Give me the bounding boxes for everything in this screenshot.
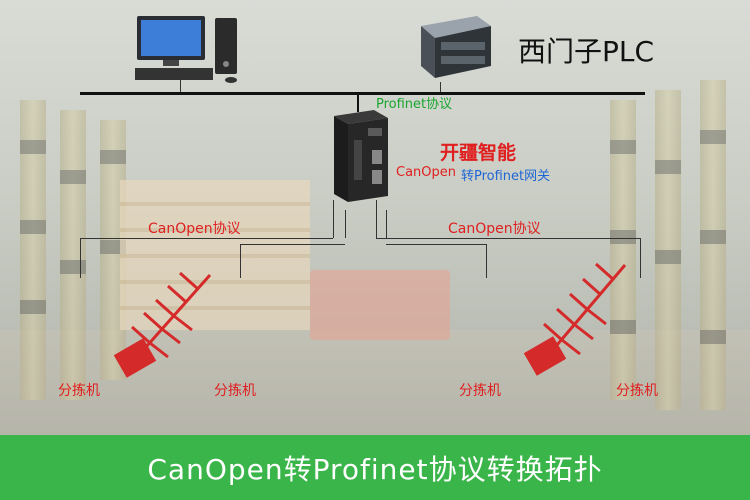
canopen-label-right: CanOpen协议 bbox=[448, 221, 541, 237]
sorter-label-1: 分拣机 bbox=[58, 383, 100, 399]
gateway-icon bbox=[334, 110, 388, 202]
sorter-label-3: 分拣机 bbox=[459, 383, 501, 399]
profinet-protocol-label: Profinet协议 bbox=[376, 97, 453, 112]
brand-label: 开疆智能 bbox=[440, 142, 517, 164]
plc-icon bbox=[421, 16, 491, 78]
title-banner: CanOpen转Profinet协议转换拓扑 bbox=[0, 435, 750, 500]
sorter-label-4: 分拣机 bbox=[616, 383, 658, 399]
gateway-label-canopen: CanOpen bbox=[396, 165, 457, 180]
computer-icon bbox=[135, 16, 237, 83]
banner-title: CanOpen转Profinet协议转换拓扑 bbox=[147, 452, 603, 486]
sorter-icon bbox=[523, 262, 627, 376]
plc-label: 西门子PLC bbox=[518, 35, 655, 68]
sorter-label-2: 分拣机 bbox=[214, 383, 256, 399]
gateway-label-profinet: 转Profinet网关 bbox=[461, 169, 551, 184]
canopen-label-left: CanOpen协议 bbox=[148, 221, 241, 237]
profinet-bus-line bbox=[80, 92, 645, 95]
sorter-icon bbox=[113, 271, 212, 378]
